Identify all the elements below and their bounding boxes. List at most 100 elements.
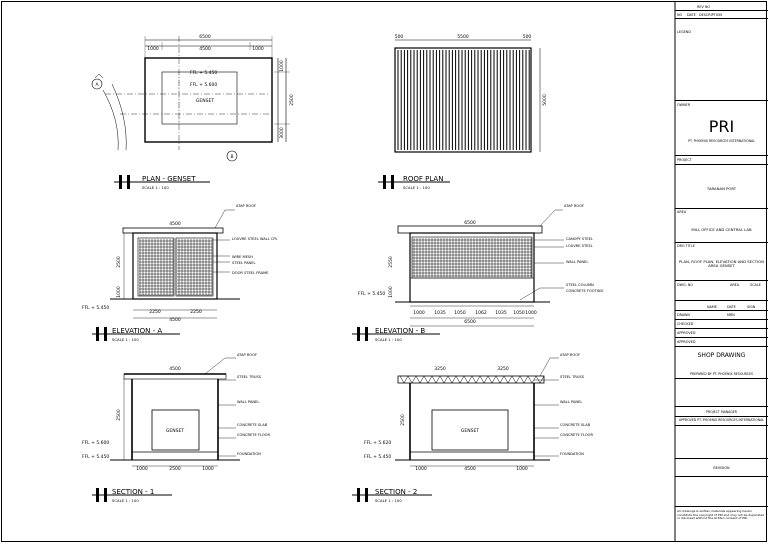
eb-label-6: CONCRETE FOOTING	[566, 289, 604, 293]
roof-dim-right: 500	[523, 34, 532, 40]
title-section-1-scale: SCALE 1 : 100	[112, 498, 139, 503]
s1-dim-b2: 2500	[169, 466, 181, 472]
title-section-2-scale: SCALE 1 : 100	[375, 498, 402, 503]
elevation-a-labels: 4500 2250 2250 4500 2500 1000 ATAP ROOF …	[82, 204, 278, 323]
tb-area: MILL OFFICE AND CENTRAL LAB	[691, 228, 752, 232]
tb-role-approved-2: APPROVED	[677, 340, 696, 344]
plan-dim-left: 1000	[147, 46, 159, 52]
s1-dim-b3: 1000	[202, 466, 214, 472]
title-plan-genset: PLAN - GENSET SCALE 1 : 100	[114, 175, 210, 190]
truss	[399, 375, 545, 384]
elevation-a-leaders	[213, 209, 235, 273]
s2-dim-t2: 3250	[497, 366, 509, 372]
s1-dim-v: 2500	[116, 409, 122, 421]
plan-dim-overall: 6500	[199, 34, 211, 40]
title-section-2-text: SECTION - 2	[375, 488, 417, 496]
plan-ffl-inner: FFL + 5.600	[190, 82, 217, 88]
tb-signature-h: SIGN	[747, 305, 756, 309]
s1-ffl-b: FFL + 5.450	[82, 454, 109, 460]
section-1-labels: 4500 1000 2500 1000 2500 GENSET ATAP ROO…	[82, 353, 271, 472]
tb-rev-no: REV NO	[697, 5, 711, 9]
eb-dim-bottom: 6500	[464, 319, 476, 325]
s1-label-4: CONCRETE SLAB	[237, 423, 268, 427]
title-section-1: SECTION - 1 SCALE 1 : 100	[92, 488, 172, 503]
tb-drawing-label: DRG TITLE	[677, 244, 695, 248]
eb-dim-1: 1000	[413, 310, 425, 316]
title-elevation-b-scale: SCALE 1 : 100	[375, 337, 402, 342]
tb-role-approved-1: APPROVED	[677, 331, 696, 335]
tb-prepared-by: PREPARED BY PT. PHOENIX RESOURCES	[689, 372, 753, 376]
roof-plan-labels: 500 5500 500 5000	[395, 34, 548, 106]
tb-dwg-no: DWG. NO	[677, 283, 693, 287]
title-elevation-a: ELEVATION - A SCALE 1 : 100	[92, 327, 180, 342]
s2-dim-b3: 1000	[516, 466, 528, 472]
s2-dim-b2: 4500	[464, 466, 476, 472]
tb-drawing-title: PLAN, ROOF PLAN, ELEVATION AND SECTION A…	[678, 260, 765, 268]
ea-dim-b2: 2250	[190, 309, 202, 315]
s2-label-5: CONCRETE FLOOR	[560, 433, 594, 437]
title-section-2: SECTION - 2 SCALE 1 : 100	[352, 488, 432, 503]
view-titles: PLAN - GENSET SCALE 1 : 100 ROOF PLAN SC…	[92, 175, 450, 503]
title-roof-plan: ROOF PLAN SCALE 1 : 100	[378, 175, 450, 190]
elevation-a-view	[110, 227, 240, 319]
ea-label-3: WIRE MESH	[232, 255, 253, 259]
tb-approved-by: APPROVED PT. PHOENIX RESOURCES INTERNATI…	[678, 418, 765, 422]
s1-genset: GENSET	[166, 428, 184, 434]
tb-footer-note: All drawings & written materials appeari…	[677, 510, 765, 521]
eb-dim-2: 1035	[434, 310, 446, 316]
s1-label-6: FOUNDATION	[237, 452, 261, 456]
roof-dim-mid: 5500	[457, 34, 469, 40]
elevation-b-view	[395, 225, 550, 327]
company-logo: PRI	[708, 118, 735, 136]
plan-dim-mid: 4500	[199, 46, 211, 52]
s1-dim-top: 4500	[169, 366, 181, 372]
roof-plan-view	[394, 39, 541, 153]
s2-dim-b1: 1000	[415, 466, 427, 472]
s2-dim-v: 2500	[400, 414, 406, 426]
plan-grid-a: A	[95, 82, 99, 88]
plan-dim-v2: 1000	[279, 60, 285, 72]
section-2-labels: 3250 3250 1000 4500 1000 2500 GENSET ATA…	[364, 353, 594, 472]
title-elevation-b-text: ELEVATION - B	[375, 327, 425, 335]
tb-company-name: PT. PHOENIX RESOURCES INTERNATIONAL	[688, 139, 755, 143]
s1-ffl-a: FFL + 5.600	[82, 440, 109, 446]
eb-dim-3: 1050	[454, 310, 466, 316]
eb-dim-5: 1035	[495, 310, 507, 316]
title-roof-plan-text: ROOF PLAN	[403, 175, 443, 183]
s1-label-5: CONCRETE FLOOR	[237, 433, 271, 437]
roof-dim-left: 500	[395, 34, 404, 40]
ea-dim-v2: 1000	[116, 286, 122, 298]
tb-scale: SCALE	[750, 283, 761, 287]
plan-genset-labels: 6500 1000 4500 1000 2500 1000 3000 FFL +…	[95, 34, 295, 160]
elevation-b-leaders	[519, 209, 564, 301]
s2-label-2: STEEL TRUSS	[560, 375, 585, 379]
eb-dim-top: 6500	[464, 220, 476, 226]
title-elevation-a-text: ELEVATION - A	[112, 327, 162, 335]
s2-label-4: CONCRETE SLAB	[560, 423, 591, 427]
section-2-view	[395, 375, 550, 467]
section-1-leaders	[204, 357, 236, 457]
ea-dim-b1: 2250	[149, 309, 161, 315]
title-elevation-b: ELEVATION - B SCALE 1 : 100	[352, 327, 440, 342]
plan-dim-v1: 2500	[289, 94, 295, 106]
tb-role-checked: CHECKED	[677, 322, 694, 326]
tb-project-label: PROJECT	[677, 158, 692, 162]
ea-ffl: FFL + 5.450	[82, 305, 109, 311]
tb-owner: OWNER	[677, 103, 691, 107]
tb-project: TARANAN PORT	[706, 187, 737, 191]
title-section-1-text: SECTION - 1	[112, 488, 154, 496]
tb-stamp: SHOP DRAWING	[697, 352, 746, 359]
s2-ffl-a: FFL + 5.620	[364, 440, 391, 446]
tb-col-description: DESCRIPTION	[699, 13, 722, 17]
s2-dim-t1: 3250	[434, 366, 446, 372]
ea-label-4: STEEL PANEL	[232, 261, 256, 265]
plan-ffl-top: FFL + 5.450	[190, 70, 217, 76]
tb-col-date: DATE	[687, 13, 696, 17]
s2-ffl-b: FFL + 5.450	[364, 454, 391, 460]
roof-slats	[397, 50, 530, 150]
tb-area-label: AREA	[677, 210, 687, 214]
wire-mesh	[139, 239, 213, 296]
plan-grid-b: B	[230, 154, 233, 160]
eb-dim-7: 1000	[525, 310, 537, 316]
s2-genset: GENSET	[461, 428, 479, 434]
